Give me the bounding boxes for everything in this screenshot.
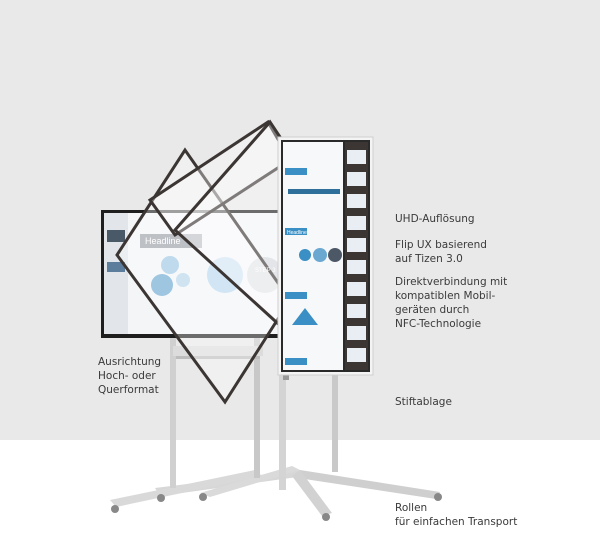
step-label: STEP 3 [255,268,276,274]
annotation-line: Ausrichtung [98,356,162,368]
annotation-nfc: Direktverbindung mit kompatiblen Mobil- … [395,275,507,331]
portrait-screen: Headline [277,136,374,376]
annotation-flip-ux: Flip UX basierend auf Tizen 3.0 [395,238,487,266]
annotation-line: Stiftablage [395,396,452,408]
wheel-icon [157,494,165,502]
wheel-icon [434,493,442,501]
annotation-line: Querformat [98,384,159,396]
annotation-line: NFC-Technologie [395,318,482,330]
landscape-headline-bar [140,234,202,248]
annotation-line: geräten durch [395,304,470,316]
annotation-line: auf Tizen 3.0 [395,253,463,265]
landscape-screen [101,210,283,338]
annotation-wheels: Rollen für einfachen Transport [395,501,517,529]
annotation-line: Rollen [395,502,428,514]
landscape-headline: Headline [145,236,181,246]
annotation-line: Flip UX basierend [395,239,487,251]
stand-base [110,466,442,521]
landscape-screen-text: Headline STEP 3 [145,236,276,274]
step-circle [247,257,283,293]
annotation-line: Direktverbindung mit [395,276,508,288]
annotation-line: kompatiblen Mobil- [395,290,496,302]
annotation-uhd: UHD-Auflösung [395,212,475,226]
floor [0,440,600,559]
annotation-line: für einfachen Transport [395,516,518,528]
annotation-pen-tray: Stiftablage [395,395,452,409]
annotation-line: UHD-Auflösung [395,213,475,225]
wheel-icon [322,513,330,521]
portrait-headline: Headline [287,230,307,236]
wheel-icon [111,505,119,513]
annotation-orientation: Ausrichtung Hoch- oder Querformat [98,355,161,397]
annotation-line: Hoch- oder [98,370,156,382]
wheel-icon [199,493,207,501]
